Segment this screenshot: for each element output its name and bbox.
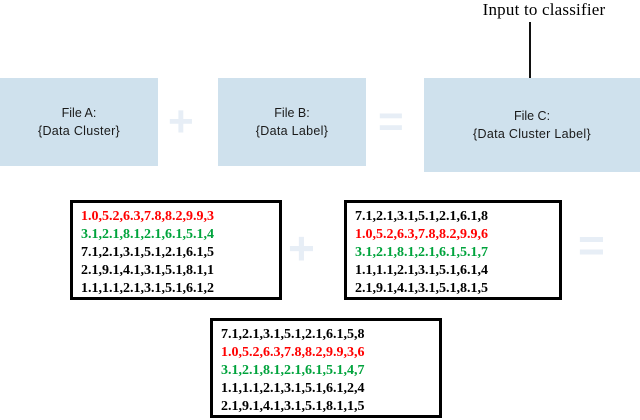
data-row: 7.1,2.1,3.1,5.1,2.1,6.1,5 — [81, 245, 214, 260]
data-row: 3.1,2.1,8.1,2.1,6.1,5.1,4 — [81, 227, 214, 242]
banner-file-b-title: File B: — [274, 105, 310, 120]
data-row: 1.1,1.1,2.1,3.1,5.1,6.1,2,4 — [221, 381, 365, 396]
banner-file-c: File C: {Data Cluster Label} — [424, 78, 640, 172]
data-row: 2.1,9.1,4.1,3.1,5.1,8.1,5 — [355, 281, 488, 296]
data-row: 1.0,5.2,6.3,7.8,8.2,9.9,6 — [355, 227, 488, 242]
data-box-file-c: 7.1,2.1,3.1,5.1,2.1,6.1,5,8 1.0,5.2,6.3,… — [210, 318, 442, 418]
banner-file-c-title: File C: — [513, 108, 551, 123]
banner-file-a-title: File A: — [61, 105, 97, 120]
banner-file-a: File A: {Data Cluster} — [0, 78, 158, 166]
data-row: 1.1,1.1,2.1,3.1,5.1,6.1,2 — [81, 281, 214, 296]
banner-file-a-subtitle: {Data Cluster} — [37, 124, 121, 138]
input-to-classifier-label: Input to classifier — [482, 0, 606, 19]
data-row: 1.0,5.2,6.3,7.8,8.2,9.9,3,6 — [221, 345, 365, 360]
plus-operator-icon-top: + — [168, 97, 194, 146]
banner-file-b: File B: {Data Label} — [218, 78, 366, 166]
data-row: 2.1,9.1,4.1,3.1,5.1,8.1,1 — [81, 263, 214, 278]
data-row: 2.1,9.1,4.1,3.1,5.1,8.1,1,5 — [221, 399, 365, 414]
plus-operator-icon-middle: + — [288, 222, 315, 274]
data-row: 7.1,2.1,3.1,5.1,2.1,6.1,8 — [355, 209, 488, 224]
data-row: 1.1,1.1,2.1,3.1,5.1,6.1,4 — [355, 263, 488, 278]
equals-operator-icon-top: = — [378, 97, 404, 146]
banner-file-b-subtitle: {Data Label} — [255, 124, 329, 138]
data-box-file-b: 7.1,2.1,3.1,5.1,2.1,6.1,8 1.0,5.2,6.3,7.… — [344, 200, 562, 300]
equals-operator-icon-middle: = — [578, 219, 605, 271]
data-row: 1.0,5.2,6.3,7.8,8.2,9.9,3 — [81, 209, 214, 224]
annotation-connector-line — [529, 22, 531, 79]
banner-file-c-subtitle: {Data Cluster Label} — [473, 127, 591, 141]
data-row: 3.1,2.1,8.1,2.1,6.1,5.1,7 — [355, 245, 488, 260]
data-row: 7.1,2.1,3.1,5.1,2.1,6.1,5,8 — [221, 327, 365, 342]
data-row: 3.1,2.1,8.1,2.1,6.1,5.1,4,7 — [221, 363, 365, 378]
data-box-file-a: 1.0,5.2,6.3,7.8,8.2,9.9,3 3.1,2.1,8.1,2.… — [70, 200, 282, 300]
